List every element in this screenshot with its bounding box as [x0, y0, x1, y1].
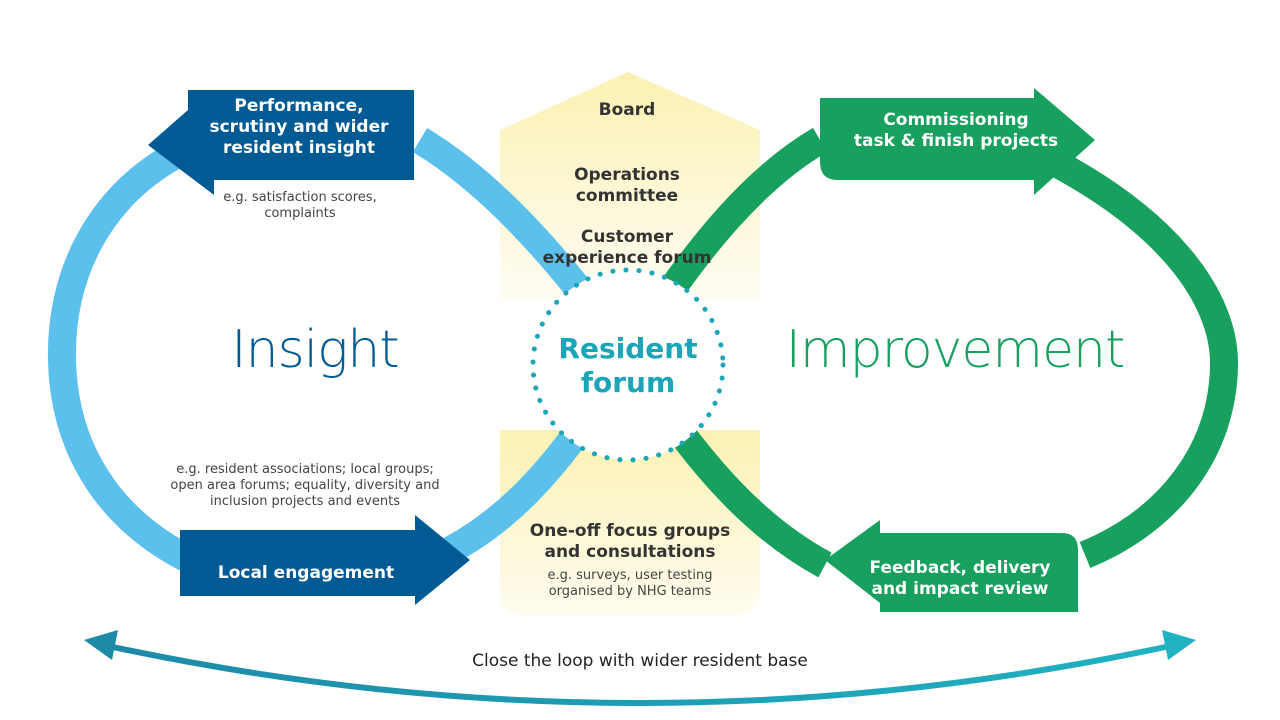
- insight-ring-outer: [47, 137, 197, 573]
- feedback-arrow-shape: [825, 520, 1078, 612]
- performance-arrow-shape: [148, 90, 414, 195]
- close-loop-arrowhead-left: [84, 630, 118, 660]
- feedback-label: Feedback, delivery and impact review: [869, 558, 1051, 599]
- close-loop-arrowhead-right: [1162, 630, 1196, 660]
- focus-groups-label: One-off focus groups and consultations: [529, 521, 731, 562]
- close-loop-label: Close the loop with wider resident base: [472, 651, 808, 671]
- customer-experience-forum-label: Customer experience forum: [542, 227, 712, 268]
- board-label: Board: [598, 100, 656, 120]
- hub-title: Resident forum: [548, 332, 708, 400]
- focus-groups-note: e.g. surveys, user testing organised by …: [547, 568, 713, 599]
- focus-highlight: [500, 430, 760, 615]
- commissioning-arrow-shape: [820, 88, 1095, 195]
- local-engagement-arrow-shape: [180, 515, 470, 605]
- close-loop-arc: [107, 643, 1171, 706]
- performance-label: Performance, scrutiny and wider resident…: [209, 96, 389, 158]
- improvement-ring: [1014, 132, 1239, 568]
- operations-committee-label: Operations committee: [574, 165, 680, 206]
- resident-forum-hub: [530, 267, 726, 463]
- local-engagement-note: e.g. resident associations; local groups…: [170, 462, 440, 509]
- commissioning-label: Commissioning task & finish projects: [853, 110, 1059, 151]
- performance-note: e.g. satisfaction scores, complaints: [223, 190, 377, 221]
- hub-title-line1: Resident: [558, 332, 698, 365]
- hub-title-line2: forum: [580, 366, 676, 399]
- improvement-title: Improvement: [785, 320, 1126, 380]
- insight-title: Insight: [231, 320, 399, 380]
- local-engagement-label: Local engagement: [217, 563, 395, 583]
